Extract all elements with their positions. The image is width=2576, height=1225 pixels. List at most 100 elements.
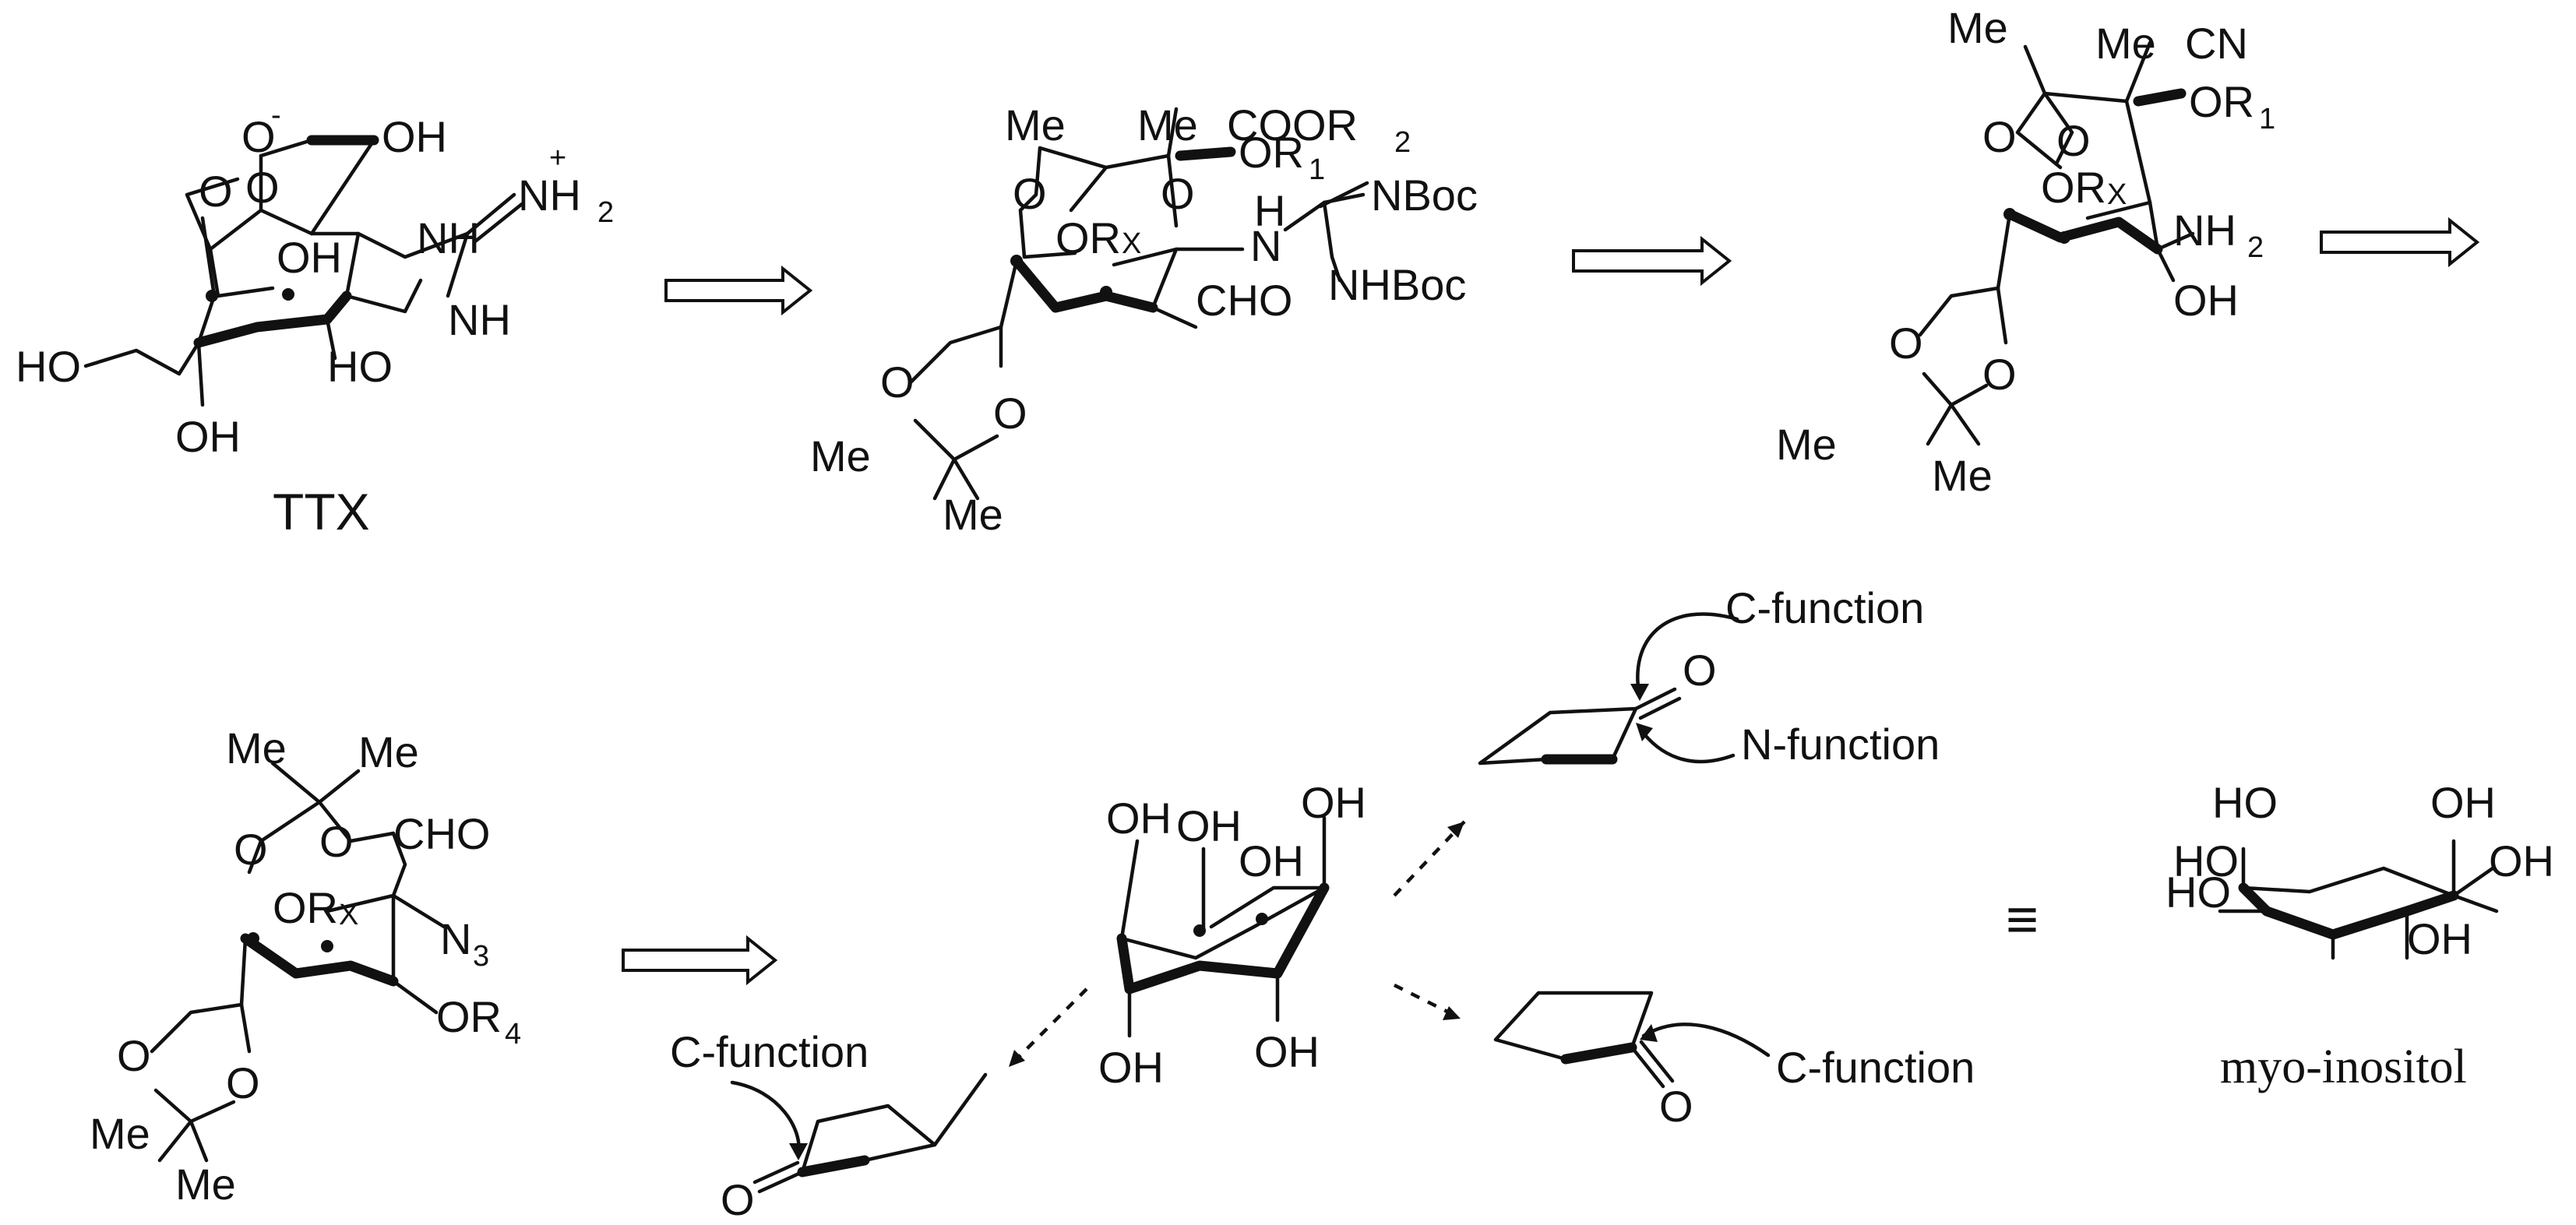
- int3-o2-label: O: [319, 817, 354, 866]
- int1-orx-label: OR: [1055, 213, 1121, 262]
- int1-o3-label: O: [880, 357, 914, 407]
- int2-or1-label: OR: [2189, 77, 2254, 126]
- int2-or1-subscript: 1: [2259, 103, 2275, 136]
- int2-bond: [2015, 44, 2063, 170]
- myo-ho-label-2: HO: [2173, 836, 2239, 885]
- ketone-mid-o-label: O: [1659, 1082, 1693, 1131]
- ttx-bond: [83, 340, 201, 376]
- int1-me1-label: Me: [1005, 100, 1066, 150]
- myo-inositol-caption: myo-inositol: [2220, 1040, 2467, 1093]
- int3-bond: [150, 936, 248, 1054]
- ketone-mid-arrowhead: [1640, 1024, 1658, 1042]
- int2-me4-label: Me: [1932, 451, 1993, 500]
- ttx-ring-o2-label: O: [245, 163, 280, 212]
- int1-bond: [913, 418, 999, 462]
- myo-bond: [2451, 893, 2499, 913]
- ketone-mid-c-function-label: C-function: [1776, 1043, 1975, 1092]
- ketone-left-carbonyl: [752, 1160, 805, 1194]
- int1-bond: [1322, 200, 1342, 283]
- int3-stereo-dot: [321, 940, 333, 952]
- ttx-bond: [356, 231, 470, 259]
- chair-bond: [1119, 885, 1327, 960]
- int1-cho-label: CHO: [1196, 276, 1292, 325]
- int1-nhboc-label: NHBoc: [1328, 260, 1466, 309]
- int2-x-label: X: [2107, 178, 2127, 211]
- int2-oh-label: OH: [2173, 276, 2239, 325]
- intermediate1-structure: Me Me COOR 2 OR 1 NBoc NHBoc H N OR X CH…: [810, 100, 1478, 539]
- int2-stereo-dot: [2003, 208, 2016, 220]
- int1-n-label: N: [1250, 221, 1281, 270]
- ttx-nh2-plus-label: NH: [518, 171, 581, 220]
- int1-nboc-label: NBoc: [1371, 171, 1478, 220]
- retro-arrow-4: [622, 935, 778, 986]
- int1-bond: [1038, 146, 1108, 213]
- ttx-stereo-dot: [282, 288, 294, 301]
- int3-o3-label: O: [117, 1031, 151, 1080]
- int3-or4-label: OR: [436, 992, 502, 1041]
- int3-bond: [157, 1119, 209, 1163]
- int2-me3-label: Me: [1776, 420, 1837, 469]
- ttx-bond: [465, 192, 516, 236]
- int2-stereo-dot: [2058, 231, 2070, 244]
- myo-bond: [2241, 866, 2495, 898]
- int1-bond: [909, 259, 1019, 384]
- dashed-arrowhead-top: [1447, 822, 1464, 838]
- ttx-structure: O - OH O O OH NH NH NH 2 + HO HO OH TTX: [16, 99, 614, 540]
- ttx-ho-left-label: HO: [16, 342, 81, 391]
- ketone-left-structure: O C-function: [670, 1027, 988, 1224]
- ketone-mid-carbonyl: [1630, 1040, 1675, 1089]
- int1-stereo-dot: [1010, 255, 1023, 267]
- equivalence-symbol: ≡: [2006, 889, 2039, 951]
- int1-o4-label: O: [993, 389, 1027, 438]
- myo-bond: [2218, 909, 2409, 960]
- int3-n3-subscript: 3: [473, 940, 489, 973]
- ketone-mid-ring: [1493, 991, 1654, 1061]
- int2-bond: [1926, 403, 1981, 446]
- ketone-top-curve-n: [1637, 726, 1736, 764]
- myo-oh-label-2: OH: [2489, 836, 2554, 885]
- ketone-left-arrowhead: [789, 1143, 808, 1160]
- disconnection-arrows: [1009, 820, 1466, 1067]
- myo-oh-label-3: OH: [2407, 914, 2472, 963]
- int2-bold-bond: [2004, 209, 2163, 255]
- int3-bond: [391, 831, 407, 898]
- int3-x-label: X: [339, 899, 358, 931]
- dashed-arrow-mid: [1393, 983, 1458, 1019]
- ketone-left-c-function-label: C-function: [670, 1027, 869, 1076]
- retro-arrow-3: [2320, 216, 2480, 268]
- ttx-bond: [446, 231, 470, 298]
- ttx-bold-bond: [193, 290, 352, 348]
- int3-bond: [153, 1088, 236, 1124]
- ttx-nh2-label: NH: [448, 295, 511, 344]
- ttx-oh-center-label: OH: [277, 233, 342, 282]
- int2-me1-label: Me: [1947, 3, 2008, 52]
- dashed-arrowhead-mid: [1443, 1006, 1461, 1020]
- ttx-minus-sign: -: [271, 99, 281, 132]
- int2-cn-label: CN: [2185, 19, 2248, 68]
- myo-inositol-structure: HO OH HO OH HO OH myo-inositol: [2165, 778, 2554, 1093]
- int1-coor-label: COOR: [1227, 100, 1358, 150]
- ketone-mid-curve: [1641, 1023, 1771, 1058]
- int2-o3-label: O: [1889, 319, 1923, 368]
- chair-oh-label-3: OH: [1239, 836, 1304, 885]
- int2-bond: [1922, 371, 1989, 407]
- dashed-arrowhead-left: [1009, 1050, 1025, 1067]
- dashed-arrow-left: [1011, 987, 1088, 1065]
- ttx-bond: [208, 208, 275, 298]
- chair-bond: [1127, 971, 1280, 1038]
- int2-bond: [2042, 91, 2074, 166]
- ketone-top-c-function-label: C-function: [1725, 583, 1924, 632]
- ketone-mid-bold: [1560, 1042, 1637, 1065]
- int1-or1-label: OR: [1239, 128, 1304, 177]
- ttx-oxide-label: O: [241, 112, 276, 161]
- ttx-bond: [259, 138, 376, 236]
- ketone-top-arrowhead-c: [1630, 684, 1649, 701]
- ketone-top-ring: [1478, 706, 1638, 766]
- chair-oh-label-2: OH: [1176, 801, 1242, 850]
- chair-oh-label-1: OH: [1106, 794, 1172, 843]
- ttx-bond: [473, 202, 524, 244]
- int3-bold-bond: [240, 933, 399, 987]
- int1-stereo-dot: [1100, 286, 1112, 298]
